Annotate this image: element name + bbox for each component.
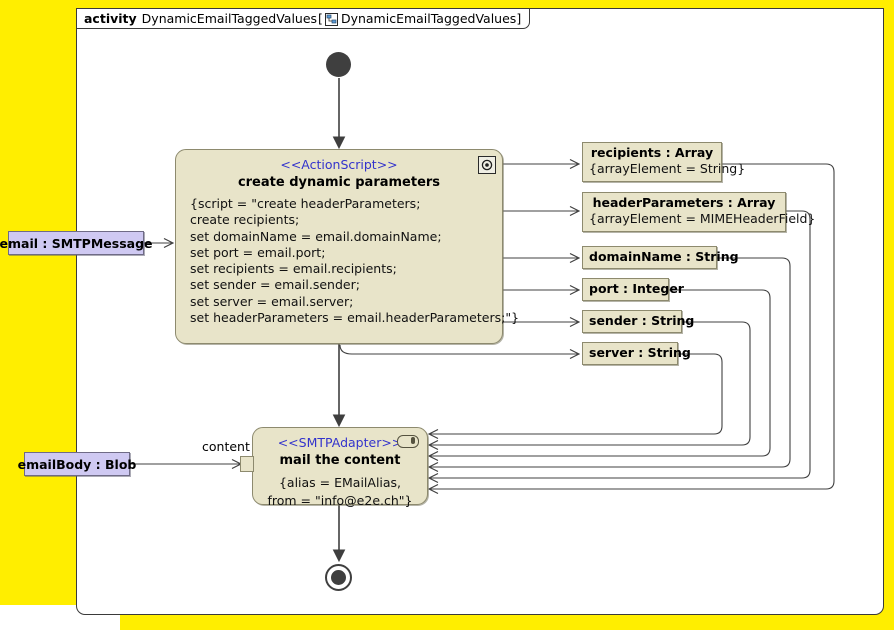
action-body: {script = "create headerParameters; crea… [190, 196, 520, 326]
parameter-name: sender : String [589, 313, 695, 328]
action-stereotype: <<ActionScript>> [280, 157, 398, 172]
parameter-constraint: {arrayElement = String} [589, 161, 746, 176]
adapter-body: {alias = EMailAlias, from = "info@e2e.ch… [267, 475, 413, 508]
parameter-box-headerparameters[interactable]: headerParameters : Array {arrayElement =… [582, 192, 816, 232]
parameter-constraint: {arrayElement = MIMEHeaderField} [589, 211, 816, 226]
frame-name: DynamicEmailTaggedValues [141, 11, 318, 26]
frame-keyword: activity [84, 11, 137, 26]
object-email-label: email : SMTPMessage [0, 235, 153, 251]
parameter-name: headerParameters : Array [592, 195, 776, 210]
parameter-box-domainname[interactable]: domainName : String [582, 246, 739, 269]
object-emailbody-label: emailBody : Blob [17, 456, 137, 472]
adapter-title: mail the content [279, 453, 401, 468]
activity-diagram-icon [324, 13, 338, 26]
adapter-stereotype: <<SMTPAdapter>> [277, 435, 403, 450]
parameter-box-port[interactable]: port : Integer [582, 278, 684, 301]
parameter-name: port : Integer [589, 281, 684, 296]
input-pin-content[interactable] [240, 456, 254, 472]
parameter-name: recipients : Array [590, 145, 714, 160]
frame-bracket-close: ] [516, 11, 522, 26]
object-emailbody-blob[interactable]: emailBody : Blob [18, 452, 136, 476]
frame-title-tab: activity DynamicEmailTaggedValues [ Dyna… [76, 8, 531, 29]
parameter-name: server : String [589, 345, 691, 360]
script-gear-icon [478, 156, 496, 174]
parameter-box-recipients[interactable]: recipients : Array {arrayElement = Strin… [582, 142, 746, 182]
activity-final-node [325, 564, 352, 591]
frame-bracket-open: [ [318, 11, 323, 26]
frame-diagram-name: DynamicEmailTaggedValues [340, 11, 517, 26]
action-node-mail-the-content[interactable]: <<SMTPAdapter>> mail the content {alias … [252, 427, 428, 508]
parameter-box-server[interactable]: server : String [582, 342, 691, 365]
object-email-smtpmessage[interactable]: email : SMTPMessage [0, 231, 153, 255]
initial-node [326, 52, 351, 77]
action-title: create dynamic parameters [237, 175, 441, 190]
adapter-pill-icon [397, 435, 419, 448]
action-node-create-dynamic-parameters[interactable]: <<ActionScript>> create dynamic paramete… [175, 149, 520, 344]
edge-label-content: content [202, 439, 250, 454]
parameter-name: domainName : String [589, 249, 739, 264]
parameter-box-sender[interactable]: sender : String [582, 310, 695, 333]
